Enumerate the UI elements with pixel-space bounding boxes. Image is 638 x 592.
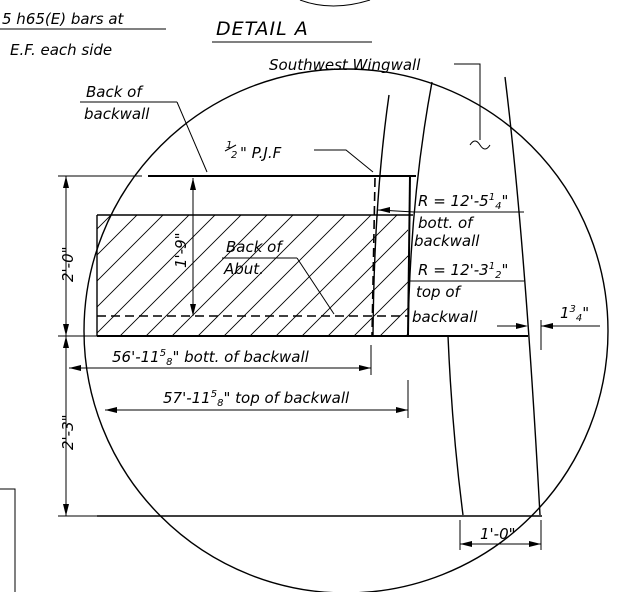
top-note-line2: E.F. each side xyxy=(10,41,112,59)
back-of-backwall-leader xyxy=(176,101,208,173)
dim-2-0-arrow-bottom xyxy=(63,324,69,336)
dim-1-3-4-label: 134" xyxy=(560,304,589,324)
hatch-line xyxy=(301,229,408,336)
dim-2-3-label: 2'-3" xyxy=(59,414,77,450)
hatch-line xyxy=(97,215,216,334)
dim-1-0-arrow-right xyxy=(529,541,541,547)
dim-2-3-arrow-top xyxy=(63,336,69,348)
hatch-line xyxy=(275,215,398,336)
radius-bottom-leader xyxy=(377,209,415,213)
wingwall-curve-1 xyxy=(372,94,390,337)
hatch-line xyxy=(171,215,294,336)
back-of-backwall-label-2: backwall xyxy=(84,105,150,123)
pjf-fraction-bar xyxy=(224,144,237,152)
dim-2-0-label: 2'-0" xyxy=(59,246,77,282)
pjf-fraction-den: 2 xyxy=(231,150,237,161)
back-of-backwall-label-1: Back of xyxy=(86,83,144,101)
top-note-line1: 5 h65(E) bars at xyxy=(2,10,125,28)
dim-1-9-arrow-top xyxy=(190,178,196,190)
hatch-line xyxy=(223,215,346,336)
wingwall-curve-2 xyxy=(407,81,433,337)
dim-1-9-label: 1'-9" xyxy=(172,232,190,268)
dim-56-arrow-left xyxy=(69,365,81,371)
dim-1-0-arrow-left xyxy=(460,541,472,547)
dim-57-arrow-left xyxy=(105,407,117,413)
dim-2-0-arrow-top xyxy=(63,176,69,188)
detail-circle xyxy=(83,68,609,592)
pjf-leader xyxy=(314,149,374,173)
detail-title: DETAIL A xyxy=(216,18,309,40)
hatch-line xyxy=(97,215,190,308)
wingwall-label: Southwest Wingwall xyxy=(269,56,421,74)
detail-bubble-arc-top xyxy=(299,0,371,7)
hatch-line xyxy=(327,255,408,336)
dim-2-3-arrow-bottom xyxy=(63,504,69,516)
bottom-left-frame xyxy=(0,488,16,592)
wingwall-curve-3 xyxy=(447,335,464,516)
back-of-abut-label-1: Back of xyxy=(226,238,284,256)
abutment-hatch xyxy=(97,215,408,336)
wingwall-break-symbol xyxy=(469,140,491,150)
pjf-label: " P.J.F xyxy=(240,144,282,162)
dim-56-arrow-right xyxy=(359,365,371,371)
hatch-line xyxy=(145,215,268,336)
hatch-line xyxy=(97,215,164,282)
dim-1-9-arrow-bottom xyxy=(190,304,196,316)
radius-top-label: R = 12'-312" xyxy=(418,261,508,281)
radius-bottom-sub2: backwall xyxy=(414,232,480,250)
back-of-abut-label-2: Abut. xyxy=(223,260,264,278)
hatch-line xyxy=(197,215,320,336)
radius-top-sub1: top of xyxy=(416,283,463,301)
wingwall-curve-4 xyxy=(504,76,541,516)
dim-1-3-4-arrow xyxy=(516,323,528,329)
hatch-line xyxy=(353,281,408,336)
dim-57-arrow-right xyxy=(396,407,408,413)
radius-bottom-sub1: bott. of xyxy=(418,214,475,232)
pjf-fraction-num: 1 xyxy=(226,140,232,151)
hatch-line xyxy=(379,307,408,336)
wingwall-leader xyxy=(454,63,481,140)
radius-bottom-label: R = 12'-514" xyxy=(418,192,508,212)
hatch-line xyxy=(97,215,138,256)
hatch-line xyxy=(249,215,372,336)
hatch-line xyxy=(119,215,242,336)
dim-1-0-label: 1'-0" xyxy=(480,525,516,543)
back-of-abut-leader xyxy=(296,257,335,315)
radius-top-sub2: backwall xyxy=(412,308,478,326)
dim-56-label: 56'-1158" bott. of backwall xyxy=(112,348,310,368)
dim-57-label: 57'-1158" top of backwall xyxy=(163,389,350,409)
pjf-dashed-line xyxy=(371,177,376,337)
dim-1-3-4-arrow-right xyxy=(541,323,553,329)
